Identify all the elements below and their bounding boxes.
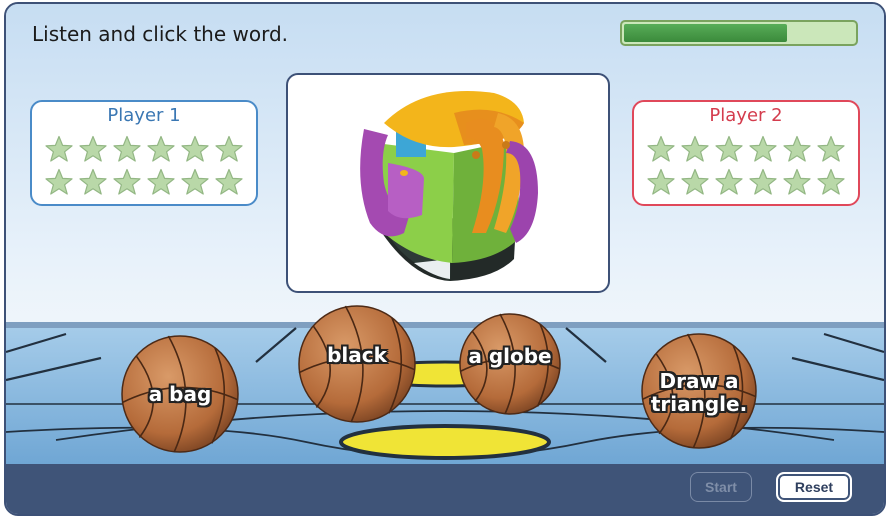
star-icon xyxy=(780,133,814,166)
star-icon xyxy=(42,133,76,166)
backpack-icon xyxy=(360,91,538,281)
star-icon xyxy=(678,166,712,199)
star-icon xyxy=(780,166,814,199)
star-icon xyxy=(814,166,848,199)
star-icon xyxy=(678,133,712,166)
star-icon xyxy=(178,166,212,199)
star-icon xyxy=(746,166,780,199)
basketball-icon xyxy=(641,333,757,449)
star-icon xyxy=(76,166,110,199)
answer-label: Draw a triangle. xyxy=(650,369,748,416)
star-icon xyxy=(42,166,76,199)
player-2-label: Player 2 xyxy=(709,105,783,126)
footer-bar: Start Reset xyxy=(6,464,884,514)
star-icon xyxy=(746,133,780,166)
star-icon xyxy=(144,166,178,199)
start-button[interactable]: Start xyxy=(690,472,752,502)
answer-ball-black[interactable]: black xyxy=(296,304,418,424)
answer-label: a globe xyxy=(468,343,552,368)
star-icon xyxy=(178,133,212,166)
instruction-text: Listen and click the word. xyxy=(32,22,289,46)
star-icon xyxy=(712,133,746,166)
player-1-label: Player 1 xyxy=(107,105,181,126)
answer-ball-a-globe[interactable]: a globe xyxy=(458,310,562,418)
star-icon xyxy=(644,133,678,166)
player-1-stars xyxy=(42,133,246,199)
answer-ball-a-bag[interactable]: a bag xyxy=(120,332,240,456)
picture-card xyxy=(286,73,610,293)
basketball-icon xyxy=(459,313,561,415)
star-icon xyxy=(110,133,144,166)
progress-bar xyxy=(620,20,858,46)
star-icon xyxy=(712,166,746,199)
reset-button[interactable]: Reset xyxy=(776,472,852,502)
game-frame: Listen and click the word. Player 1 Play… xyxy=(4,2,886,516)
star-icon xyxy=(814,133,848,166)
star-icon xyxy=(144,133,178,166)
answer-ball-draw-a-triangle[interactable]: Draw a triangle. xyxy=(640,332,758,450)
answer-label: a bag xyxy=(148,381,212,406)
basketball-icon xyxy=(298,305,416,423)
star-icon xyxy=(644,166,678,199)
answer-label: black xyxy=(327,342,387,367)
star-icon xyxy=(212,133,246,166)
basketball-icon xyxy=(121,335,239,453)
player-2-stars xyxy=(644,133,848,199)
player-2-panel: Player 2 xyxy=(632,100,860,206)
star-icon xyxy=(76,133,110,166)
star-icon xyxy=(110,166,144,199)
progress-fill xyxy=(624,24,788,42)
player-1-panel: Player 1 xyxy=(30,100,258,206)
star-icon xyxy=(212,166,246,199)
